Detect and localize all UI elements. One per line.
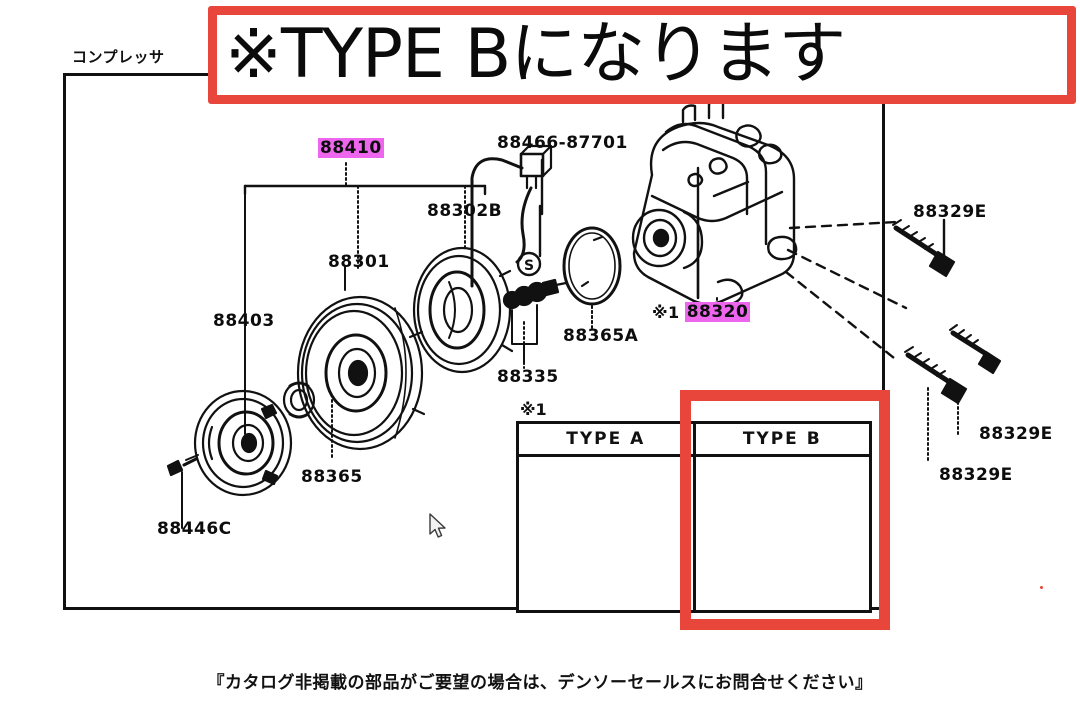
- part-label-88329E-3[interactable]: 88329E: [939, 465, 1013, 485]
- part-label-88446C[interactable]: 88446C: [157, 519, 232, 539]
- mouse-cursor: [429, 513, 446, 538]
- diagram-frame-right-border: [882, 73, 885, 613]
- group-title: コンプレッサ: [72, 48, 165, 66]
- type-b-selection-highlight: [680, 390, 890, 630]
- inset-image-type-a: [519, 457, 693, 610]
- diagram-frame: [63, 73, 885, 610]
- part-label-88403[interactable]: 88403: [213, 311, 275, 331]
- part-label-88365A[interactable]: 88365A: [563, 326, 639, 346]
- part-label-88466-87701[interactable]: 88466-87701: [497, 133, 628, 153]
- part-label-88335[interactable]: 88335: [497, 367, 559, 387]
- type-variant-inset: TYPE A TYPE B: [516, 421, 872, 613]
- part-label-88329E-1[interactable]: 88329E: [913, 202, 987, 222]
- part-label-88329E-2[interactable]: 88329E: [979, 424, 1053, 444]
- footer-note: 『カタログ非掲載の部品がご要望の場合は、デンソーセールスにお問合せください』: [207, 673, 873, 693]
- part-label-88320-group[interactable]: ※1 88320: [652, 302, 751, 322]
- inset-column-type-a[interactable]: TYPE A: [519, 424, 696, 610]
- inset-header-type-b: TYPE B: [695, 424, 869, 457]
- inset-column-type-b[interactable]: TYPE B: [695, 424, 869, 610]
- annotation-banner: ※TYPE Bになります: [208, 6, 1076, 104]
- inset-header-type-a: TYPE A: [519, 424, 693, 457]
- part-label-88320[interactable]: 88320: [684, 302, 751, 322]
- part-label-88302B[interactable]: 88302B: [427, 201, 503, 221]
- red-dot-artifact: [1040, 586, 1043, 589]
- part-label-88365[interactable]: 88365: [301, 467, 363, 487]
- reference-mark-88320: ※1: [652, 302, 680, 322]
- inset-reference-mark: ※1: [520, 400, 547, 419]
- part-label-88301[interactable]: 88301: [328, 252, 390, 272]
- part-label-88410[interactable]: 88410: [318, 138, 384, 158]
- annotation-banner-text: ※TYPE Bになります: [225, 15, 846, 94]
